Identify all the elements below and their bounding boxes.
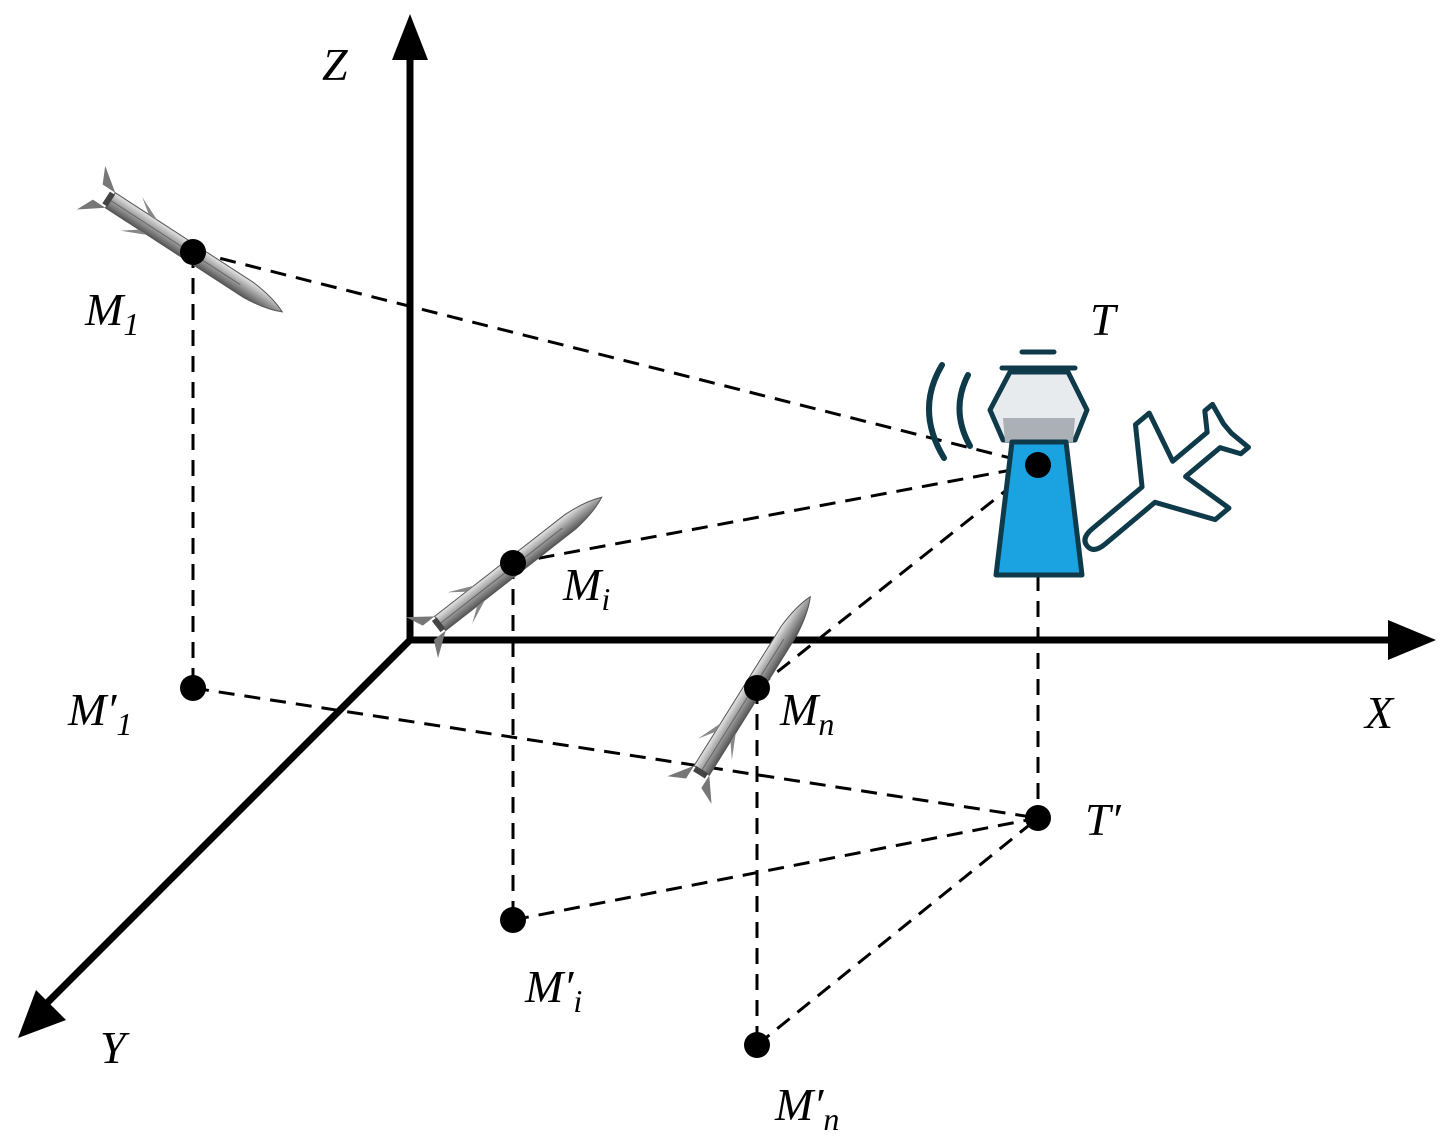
- label-m1p: M′1: [67, 684, 132, 742]
- sight-line-mn: [756, 463, 1039, 690]
- point-t: [1025, 452, 1051, 478]
- label-mip: M′i: [524, 961, 582, 1019]
- sight-lines: [194, 250, 1039, 690]
- projection-lines: [191, 252, 1040, 1045]
- label-mnp: M′n: [774, 1079, 839, 1137]
- z-axis-label: Z: [322, 39, 348, 90]
- point-m1: [180, 239, 206, 265]
- radio-waves-icon: [926, 362, 973, 461]
- y-axis-label: Y: [100, 1022, 130, 1073]
- ground-lines: [192, 686, 1039, 1047]
- airplane-icon: [1082, 401, 1251, 552]
- label-mn: Mn: [779, 684, 834, 742]
- sight-line-mi: [512, 463, 1039, 565]
- label-t: T: [1090, 294, 1119, 345]
- point-mn: [744, 675, 770, 701]
- point-m1p: [180, 675, 206, 701]
- label-mi: Mi: [562, 559, 610, 617]
- z-axis: [392, 14, 428, 640]
- label-m1: M1: [84, 284, 139, 342]
- sight-line-m1: [194, 250, 1039, 467]
- y-axis: [18, 635, 415, 1038]
- point-mi: [500, 550, 526, 576]
- radar-tower-icon: [987, 349, 1090, 578]
- x-axis-label: X: [1363, 687, 1395, 738]
- point-mnp: [744, 1032, 770, 1058]
- x-axis: [407, 620, 1436, 660]
- label-tp: T′: [1085, 794, 1122, 845]
- ground-line-mip: [512, 816, 1039, 922]
- point-tp: [1025, 805, 1051, 831]
- point-mip: [500, 907, 526, 933]
- ground-line-m1p: [192, 686, 1039, 820]
- ground-line-mnp: [756, 816, 1039, 1047]
